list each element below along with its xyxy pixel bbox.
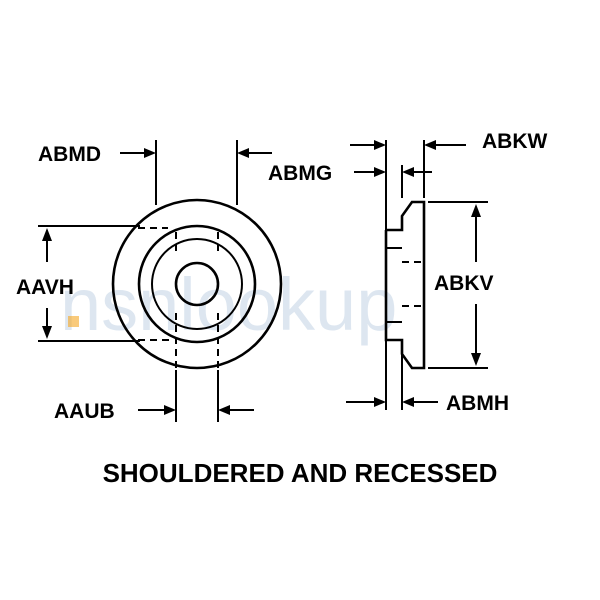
recess-circle bbox=[151, 238, 243, 330]
aaub-arrow-left bbox=[164, 405, 176, 415]
abmh-arrow-right bbox=[402, 397, 414, 407]
abmd-label: ABMD bbox=[38, 143, 101, 166]
aaub-arrow-right bbox=[218, 405, 230, 415]
abmd-arrow-left bbox=[144, 148, 156, 158]
aavh-arrow-top bbox=[42, 228, 52, 241]
diagram-caption: SHOULDERED AND RECESSED bbox=[103, 458, 498, 488]
aaub-label: AAUB bbox=[54, 400, 115, 423]
aavh-arrow-bottom bbox=[42, 326, 52, 339]
abkw-arrow-left bbox=[374, 140, 386, 150]
abmd-arrow-right bbox=[237, 148, 249, 158]
side-profile bbox=[384, 200, 426, 370]
watermark-dot bbox=[68, 316, 79, 327]
bore-circle bbox=[174, 261, 220, 307]
abkw-label: ABKW bbox=[482, 130, 547, 153]
abmg-arrow-right bbox=[402, 167, 414, 177]
shoulder-circle bbox=[137, 224, 257, 344]
abkv-label: ABKV bbox=[434, 272, 494, 295]
abmh-arrow-left bbox=[374, 397, 386, 407]
abmg-label: ABMG bbox=[268, 162, 332, 185]
side-view: ABKW ABMG ABKV ABMH bbox=[268, 130, 547, 415]
front-view: ABMD AAVH AAUB bbox=[16, 140, 283, 423]
abkv-arrow-bottom bbox=[471, 353, 481, 366]
abkv-arrow-top bbox=[471, 204, 481, 217]
abmg-arrow-left bbox=[374, 167, 386, 177]
aavh-label: AAVH bbox=[16, 276, 74, 299]
abkw-arrow-right bbox=[424, 140, 436, 150]
abmh-label: ABMH bbox=[446, 392, 509, 415]
outer-circle bbox=[111, 198, 283, 370]
